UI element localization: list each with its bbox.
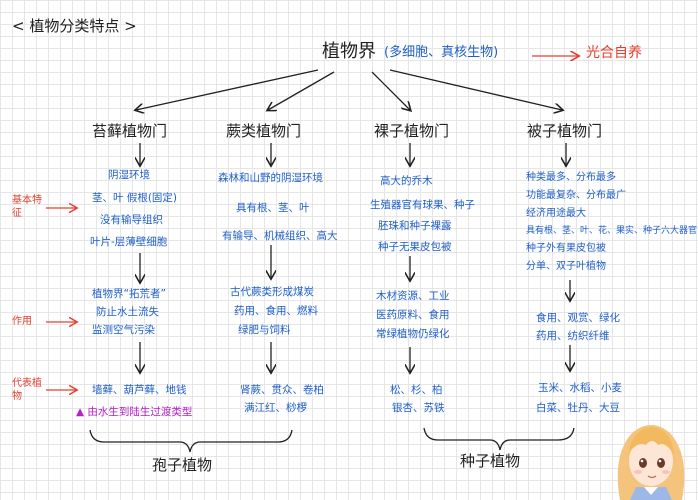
g1-transition-note: ▲ 由水生到陆生过渡类型 — [76, 406, 193, 418]
g1-example: 墙藓、葫芦藓、地钱 — [92, 384, 187, 396]
side-label-uses: 作用 — [12, 316, 32, 327]
root-result: 光合自养 — [586, 45, 642, 61]
g2-use: 绿肥与饲料 — [238, 324, 291, 336]
group-gymnosperm: 裸子植物门 — [374, 122, 450, 140]
g1-use: 监测空气污染 — [92, 324, 155, 336]
side-label-examples: 代表植物 — [12, 378, 42, 402]
g1-use: 植物界“拓荒者” — [92, 288, 166, 300]
group-angiosperm: 被子植物门 — [527, 122, 603, 140]
g1-feature: 阴湿环境 — [108, 169, 150, 181]
g3-feature: 高大的乔木 — [380, 175, 433, 187]
g1-feature: 茎、叶 假根(固定) — [92, 192, 178, 204]
spore-plants-label: 孢子植物 — [152, 456, 213, 474]
root-label: 植物界 — [322, 41, 376, 62]
g1-use: 防止水土流失 — [96, 306, 159, 318]
g4-feature: 种子外有果皮包被 — [526, 243, 606, 254]
g2-example: 肾蕨、贯众、卷柏 — [240, 384, 324, 396]
g1-feature: 叶片-层薄壁细胞 — [90, 236, 168, 248]
g4-use: 药用、纺织纤维 — [536, 330, 610, 342]
g4-feature: 具有根、茎、叶、花、果实、种子六大器官 — [526, 226, 698, 236]
root-to-group-1-arrow — [136, 69, 319, 110]
seed-plants-label: 种子植物 — [460, 452, 521, 470]
root-note: (多细胞、真核生物) — [384, 45, 499, 60]
root-to-group-4-arrow — [389, 69, 562, 110]
g4-feature: 经济用途最大 — [526, 208, 586, 219]
g4-feature: 分单、双子叶植物 — [526, 261, 606, 272]
g4-feature: 功能最复杂、分布最广 — [526, 190, 626, 201]
group-pteridophyta: 蕨类植物门 — [226, 122, 302, 140]
g2-feature: 森林和山野的阴湿环境 — [218, 172, 323, 184]
root-to-group-3-arrow — [371, 71, 410, 110]
g2-use: 药用、食用、燃料 — [234, 305, 318, 317]
g4-example: 玉米、水稻、小麦 — [538, 382, 622, 394]
girl-illustration — [617, 425, 685, 500]
g3-use: 木材资源、工业 — [376, 290, 450, 302]
side-label-features: 基本特征 — [12, 195, 42, 219]
g3-example: 松、杉、柏 — [390, 384, 443, 396]
g3-feature: 生殖器官有球果、种子 — [370, 199, 475, 211]
group-bryophyta: 苔藓植物门 — [92, 122, 168, 140]
spore-bracket — [89, 429, 293, 453]
g3-example: 银杏、苏铁 — [392, 402, 445, 414]
g2-feature: 有输导、机械组织、高大 — [222, 230, 338, 242]
g4-example: 白菜、牡丹、大豆 — [536, 402, 620, 414]
g2-feature: 具有根、茎、叶 — [236, 202, 310, 214]
g3-use: 医药原料、食用 — [376, 309, 450, 321]
g3-use: 常绿植物仍绿化 — [376, 328, 450, 340]
g4-use: 食用、观赏、绿化 — [536, 312, 620, 324]
g3-feature: 种子无果皮包被 — [378, 241, 452, 253]
root-to-group-2-arrow — [268, 71, 335, 110]
seed-bracket — [423, 427, 575, 451]
g3-feature: 胚珠和种子裸露 — [378, 220, 452, 232]
page-title: < 植物分类特点 > — [12, 17, 137, 35]
g1-feature: 没有输导组织 — [100, 214, 163, 226]
g2-example: 满江红、桫椤 — [244, 402, 307, 414]
g2-use: 古代蕨类形成煤炭 — [230, 286, 314, 298]
g4-feature: 种类最多、分布最多 — [526, 172, 616, 183]
